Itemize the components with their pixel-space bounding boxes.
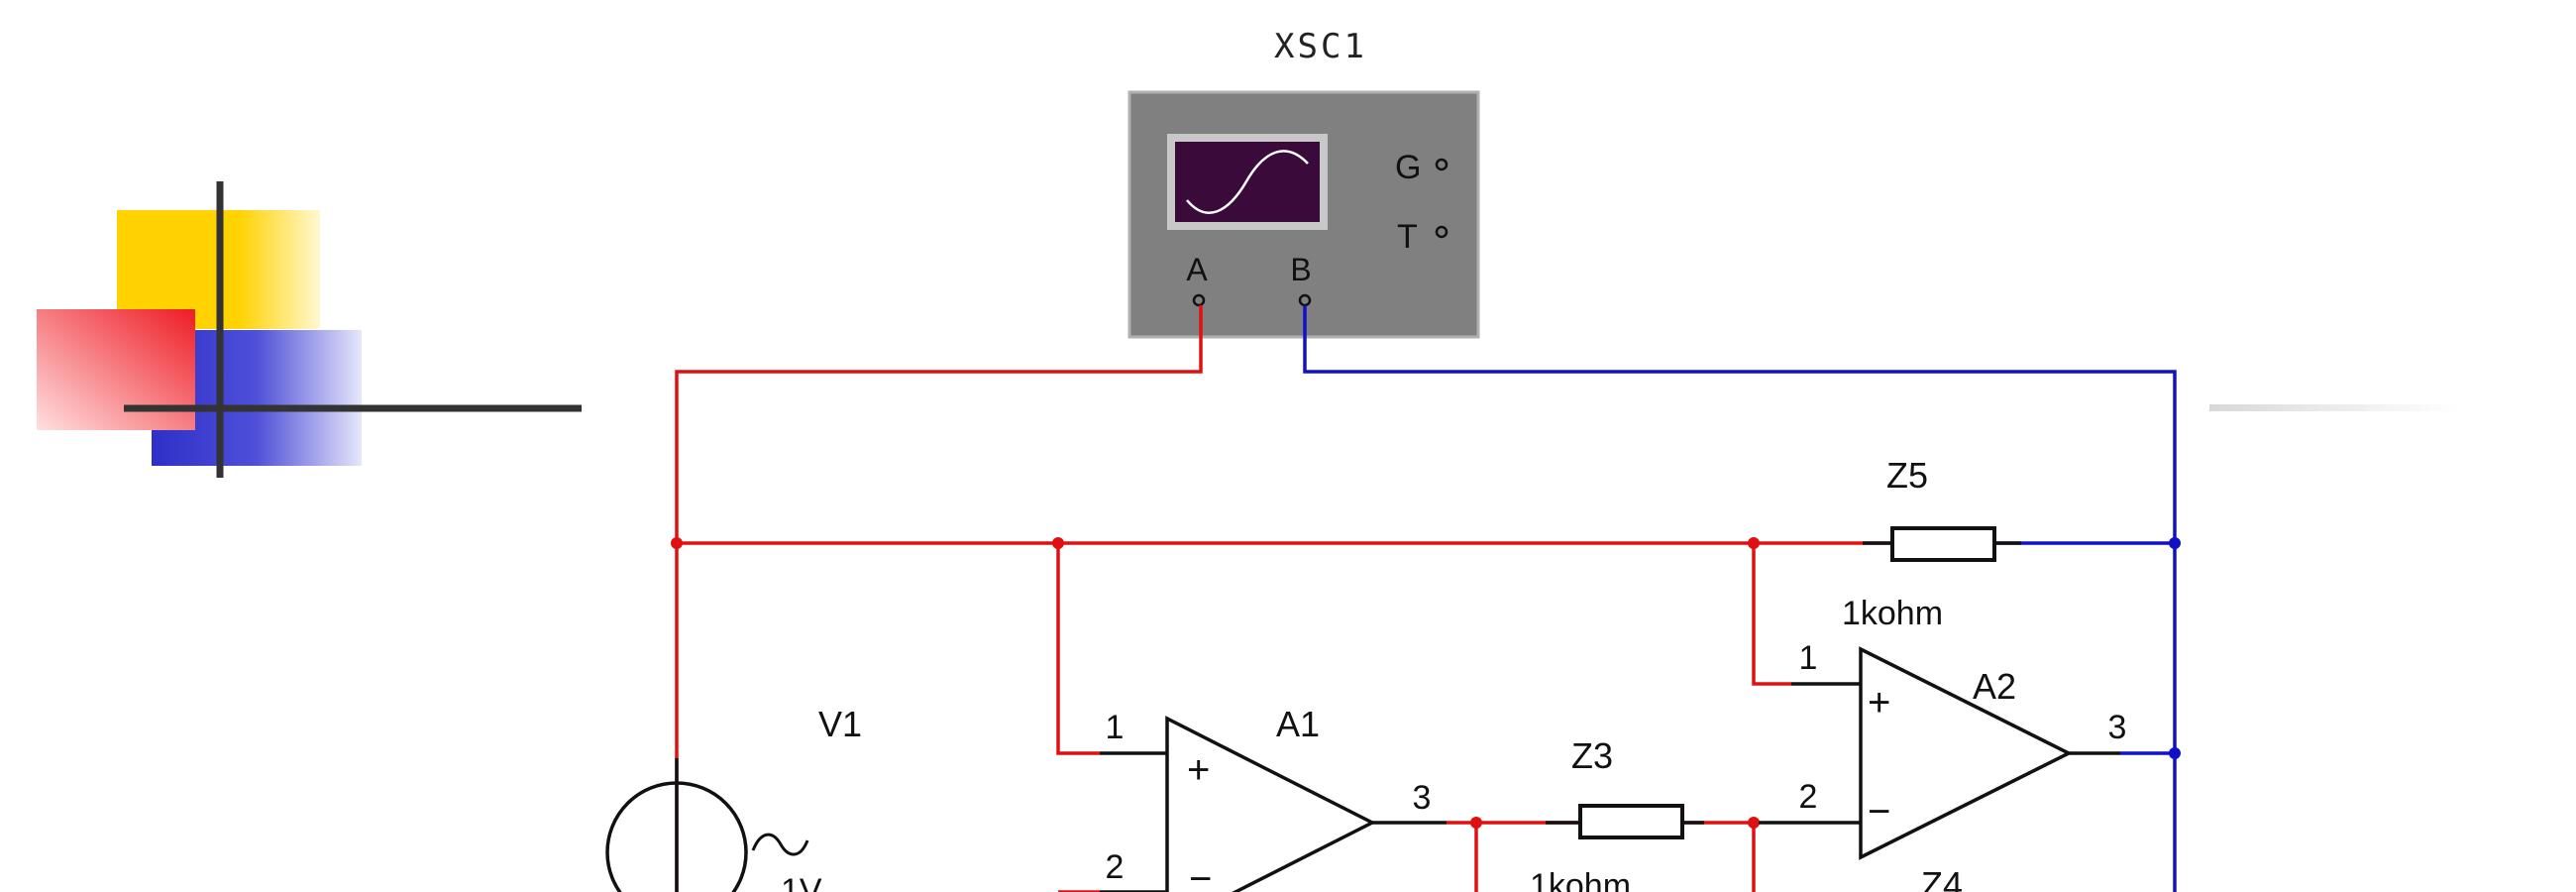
- oscilloscope-xsc1[interactable]: XSC1 G T A B: [1127, 27, 1480, 339]
- a1-triangle: [1165, 716, 1376, 892]
- junction-dot: [2169, 537, 2181, 549]
- a2-pin2-label: 2: [1799, 778, 1818, 816]
- v1-circle: [605, 781, 748, 892]
- wire-a2-noninv: [1752, 543, 1791, 686]
- blue-wires: [1303, 305, 2177, 892]
- channel-a-label: A: [1186, 252, 1208, 287]
- junction-dot: [2169, 747, 2181, 759]
- z3-body: [1578, 804, 1684, 839]
- junction-dot: [671, 537, 683, 549]
- a2-pin3-label: 3: [2108, 709, 2127, 746]
- channel-a-terminal[interactable]: [1192, 293, 1206, 307]
- oscilloscope-label: XSC1: [1274, 27, 1367, 66]
- decorative-fade-bar: [2209, 404, 2457, 411]
- logo-red-square: [37, 309, 195, 430]
- z4-label: Z4: [1921, 864, 1963, 892]
- resistor-z3[interactable]: Z3 1kohm: [1530, 735, 1704, 892]
- z5-label: Z5: [1886, 455, 1928, 496]
- a1-pin1-label: 1: [1106, 709, 1125, 746]
- wire-a1-noninv: [1056, 543, 1100, 755]
- resistor-z5[interactable]: Z5 1kohm: [1842, 455, 2021, 632]
- a2-label: A2: [1973, 666, 2016, 707]
- a1-plus-sign: +: [1187, 748, 1210, 792]
- v1-value: 1V: [781, 872, 822, 892]
- ground-terminal-label: G: [1395, 149, 1421, 186]
- opamp-a2[interactable]: + − A2 1 2 3: [1759, 639, 2127, 860]
- a2-plus-sign: +: [1868, 681, 1890, 725]
- voltage-source-v1[interactable]: V1 1V: [605, 704, 862, 892]
- channel-b-label: B: [1290, 252, 1311, 287]
- trigger-terminal[interactable]: [1435, 225, 1449, 239]
- a2-minus-sign: −: [1868, 790, 1890, 834]
- junction-dot: [1052, 537, 1064, 549]
- wire-channel-b: [1303, 305, 2177, 892]
- junction-dot: [1748, 537, 1760, 549]
- a1-label: A1: [1276, 704, 1320, 744]
- z5-body: [1890, 526, 1996, 562]
- a1-pin2-label: 2: [1106, 848, 1125, 886]
- v1-label: V1: [818, 704, 862, 744]
- z3-value: 1kohm: [1530, 867, 1631, 892]
- z5-value: 1kohm: [1842, 595, 1943, 632]
- junction-dot: [1748, 817, 1760, 829]
- junction-dots: [671, 537, 2181, 829]
- a2-triangle: [1859, 646, 2073, 860]
- red-wires: [675, 305, 1892, 892]
- ac-tilde-icon: [751, 833, 809, 856]
- z3-label: Z3: [1571, 735, 1613, 776]
- a1-minus-sign: −: [1189, 857, 1212, 892]
- wire-channel-a: [675, 305, 1203, 892]
- sine-wave-icon: [1186, 150, 1309, 214]
- ground-terminal[interactable]: [1435, 158, 1449, 171]
- a1-pin3-label: 3: [1413, 779, 1432, 817]
- a2-pin1-label: 1: [1799, 639, 1818, 677]
- opamp-a1[interactable]: + − A1 1 2 3: [1100, 704, 1447, 892]
- decorative-logo: [37, 181, 582, 478]
- trigger-terminal-label: T: [1397, 218, 1418, 256]
- junction-dot: [1470, 817, 1482, 829]
